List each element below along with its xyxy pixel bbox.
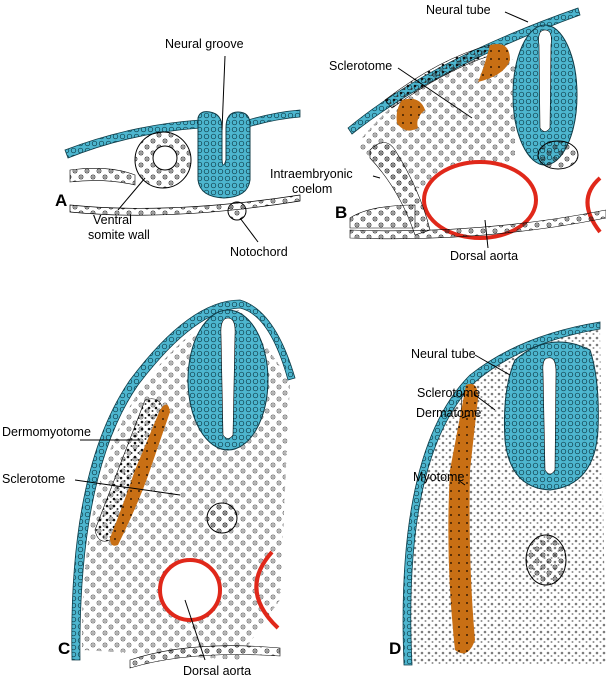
myotome-d xyxy=(448,383,478,654)
dorsal-aorta-right xyxy=(254,550,280,630)
label-ventral-line2: somite wall xyxy=(88,228,150,242)
dorsal-aorta xyxy=(422,160,538,240)
mesoderm-strip xyxy=(69,168,136,186)
label-dermomyotome: Dermomyotome xyxy=(2,425,91,439)
label-dorsal-aorta: Dorsal aorta xyxy=(450,249,518,263)
endoderm xyxy=(129,645,281,669)
notochord xyxy=(537,140,579,170)
label-dermatome: Dermatome xyxy=(416,406,481,420)
endoderm xyxy=(349,204,416,229)
label-neural-groove: Neural groove xyxy=(165,37,244,51)
ectoderm xyxy=(402,321,601,666)
sclerotome-b-1 xyxy=(396,98,425,131)
leader-notochord xyxy=(239,217,259,243)
leader-dorsal-aorta xyxy=(484,219,489,249)
leader-ventral xyxy=(117,177,146,211)
label-ventral-line1: Ventral xyxy=(93,213,132,227)
neural-groove-fold xyxy=(197,111,251,199)
dermomyotome-c xyxy=(94,398,164,542)
label-coelom-line2: coelom xyxy=(292,182,332,196)
label-sclerotome: Sclerotome xyxy=(329,59,392,73)
leader-sclerotome xyxy=(74,479,181,496)
notochord xyxy=(525,534,567,586)
label-neural-tube: Neural tube xyxy=(426,3,491,17)
neural-tube-lumen xyxy=(538,29,552,132)
leader-myotome xyxy=(457,479,466,486)
label-coelom-line1: Intraembryonic xyxy=(270,167,353,181)
leader-neural-tube xyxy=(504,11,529,23)
mesenchyme xyxy=(360,50,515,190)
leader-dermatome xyxy=(461,414,471,419)
label-sclerotome: Sclerotome xyxy=(2,472,65,486)
leader-sclerotome xyxy=(474,394,496,411)
dorsal-aorta xyxy=(158,558,222,622)
leader-coelom xyxy=(372,175,381,179)
endoderm-strip xyxy=(349,209,606,240)
panel-b: Neural tube Sclerotome Intraembryonic co… xyxy=(270,3,606,263)
sclerotome-c xyxy=(110,404,170,546)
neural-tube-lumen xyxy=(542,357,557,475)
label-notochord: Notochord xyxy=(230,245,288,259)
panel-letter-b: B xyxy=(335,203,347,222)
leader-neural-tube xyxy=(474,354,511,376)
notochord xyxy=(206,502,238,534)
panel-letter-c: C xyxy=(58,639,70,658)
ectoderm-right xyxy=(247,109,301,128)
neural-tube-lumen xyxy=(220,317,236,439)
panel-d: Neural tube Sclerotome Dermatome Myotome… xyxy=(389,321,606,666)
leader-neural-groove xyxy=(221,55,226,131)
dorsal-aorta-right xyxy=(585,176,602,234)
label-sclerotome: Sclerotome xyxy=(417,386,480,400)
leader-sclerotome xyxy=(397,67,473,119)
leader-dorsal-aorta xyxy=(184,599,206,661)
ectoderm xyxy=(71,299,296,661)
label-myotome: Myotome xyxy=(413,470,464,484)
somite-cavity xyxy=(152,145,178,171)
label-dorsal-aorta: Dorsal aorta xyxy=(183,664,251,678)
panel-c: Dermomyotome Sclerotome Dorsal aorta C xyxy=(2,299,296,678)
label-neural-tube: Neural tube xyxy=(411,347,476,361)
panel-letter-a: A xyxy=(55,191,67,210)
endoderm xyxy=(69,194,301,216)
panel-a: Neural groove Ventral somite wall Notoch… xyxy=(55,37,301,259)
panel-letter-d: D xyxy=(389,639,401,658)
sclerotome-b-2 xyxy=(478,44,510,82)
